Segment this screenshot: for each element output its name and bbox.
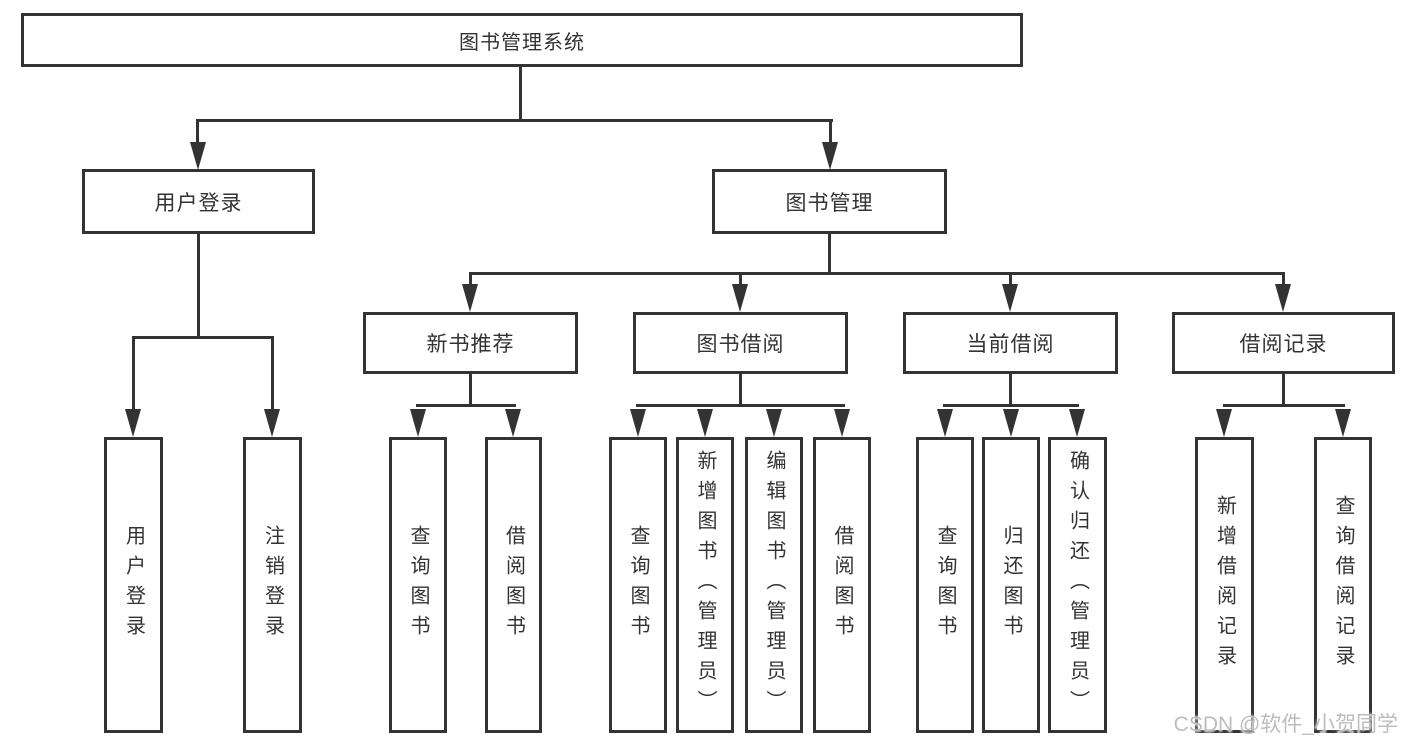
node-label: 查询借阅记录: [1332, 495, 1354, 675]
node-borrow-records: 借阅记录: [1172, 312, 1395, 374]
arrow-down-icon: [697, 409, 713, 437]
connector: [636, 404, 845, 407]
node-label: 当前借阅: [966, 333, 1055, 356]
connector: [469, 374, 472, 404]
connector: [196, 119, 833, 122]
connector: [519, 67, 522, 119]
connector: [271, 339, 274, 409]
node-user-login: 用户登录: [82, 169, 315, 234]
leaf-borrow-books-recommend: 借阅图书: [485, 437, 542, 733]
leaf-edit-books-admin: 编辑图书（管理员）: [745, 437, 803, 733]
connector: [739, 275, 742, 284]
node-label: 归还图书: [1000, 525, 1022, 645]
leaf-logout: 注销登录: [243, 437, 302, 733]
node-label: 图书管理: [785, 191, 874, 215]
node-book-management: 图书管理: [712, 169, 947, 234]
node-label: 用户登录: [154, 191, 243, 215]
node-label: 用户登录: [122, 525, 145, 645]
arrow-down-icon: [125, 409, 141, 437]
connector: [132, 336, 274, 339]
arrow-down-icon: [822, 142, 838, 170]
connector: [469, 272, 1285, 275]
node-book-borrow: 图书借阅: [633, 312, 848, 374]
connector: [1282, 374, 1285, 404]
node-label: 借阅图书: [502, 525, 525, 645]
connector: [1282, 275, 1285, 284]
connector: [196, 122, 199, 143]
connector: [469, 275, 472, 284]
arrow-down-icon: [732, 284, 748, 312]
arrow-down-icon: [1002, 284, 1018, 312]
node-label: 借阅记录: [1239, 333, 1328, 356]
arrow-down-icon: [462, 284, 478, 312]
arrow-down-icon: [630, 409, 646, 437]
arrow-down-icon: [264, 409, 280, 437]
leaf-confirm-return-admin: 确认归还（管理员）: [1048, 437, 1107, 733]
leaf-borrow-books: 借阅图书: [813, 437, 871, 733]
connector: [829, 122, 832, 143]
node-label: 编辑图书（管理员）: [763, 450, 785, 720]
connector: [943, 404, 1079, 407]
connector: [1009, 374, 1012, 404]
node-label: 新增借阅记录: [1213, 495, 1236, 675]
leaf-return-books: 归还图书: [982, 437, 1040, 733]
arrow-down-icon: [1216, 409, 1232, 437]
node-label: 图书管理系统: [459, 31, 585, 54]
arrow-down-icon: [937, 409, 953, 437]
node-label: 新书推荐: [426, 333, 515, 356]
arrow-down-icon: [766, 409, 782, 437]
node-new-book-recommend: 新书推荐: [363, 312, 578, 374]
connector: [828, 234, 831, 272]
leaf-add-books-admin: 新增图书（管理员）: [676, 437, 734, 733]
node-current-borrow: 当前借阅: [903, 312, 1118, 374]
csdn-watermark: CSDN @软件_小贺同学: [1173, 713, 1398, 736]
node-label: 查询图书: [407, 525, 429, 645]
node-label: 新增图书（管理员）: [694, 450, 716, 720]
leaf-query-books-current: 查询图书: [916, 437, 974, 733]
leaf-query-borrow-record: 查询借阅记录: [1314, 437, 1372, 733]
arrow-down-icon: [410, 409, 426, 437]
node-label: 查询图书: [627, 525, 649, 645]
leaf-query-books-recommend: 查询图书: [389, 437, 447, 733]
leaf-user-login: 用户登录: [104, 437, 163, 733]
leaf-add-borrow-record: 新增借阅记录: [1195, 437, 1254, 733]
arrow-down-icon: [190, 142, 206, 170]
node-label: 图书借阅: [696, 333, 785, 356]
connector: [1009, 275, 1012, 284]
connector: [197, 234, 200, 336]
node-label: 注销登录: [261, 525, 284, 645]
connector: [132, 339, 135, 409]
node-root-system: 图书管理系统: [21, 13, 1023, 67]
node-label: 确认归还（管理员）: [1066, 450, 1089, 720]
arrow-down-icon: [1335, 409, 1351, 437]
connector: [416, 404, 516, 407]
arrow-down-icon: [1069, 409, 1085, 437]
leaf-query-books-borrow: 查询图书: [609, 437, 667, 733]
arrow-down-icon: [1003, 409, 1019, 437]
connector: [1223, 404, 1345, 407]
arrow-down-icon: [1275, 284, 1291, 312]
connector: [739, 374, 742, 404]
node-label: 借阅图书: [831, 525, 853, 645]
arrow-down-icon: [505, 409, 521, 437]
node-label: 查询图书: [934, 525, 956, 645]
arrow-down-icon: [834, 409, 850, 437]
